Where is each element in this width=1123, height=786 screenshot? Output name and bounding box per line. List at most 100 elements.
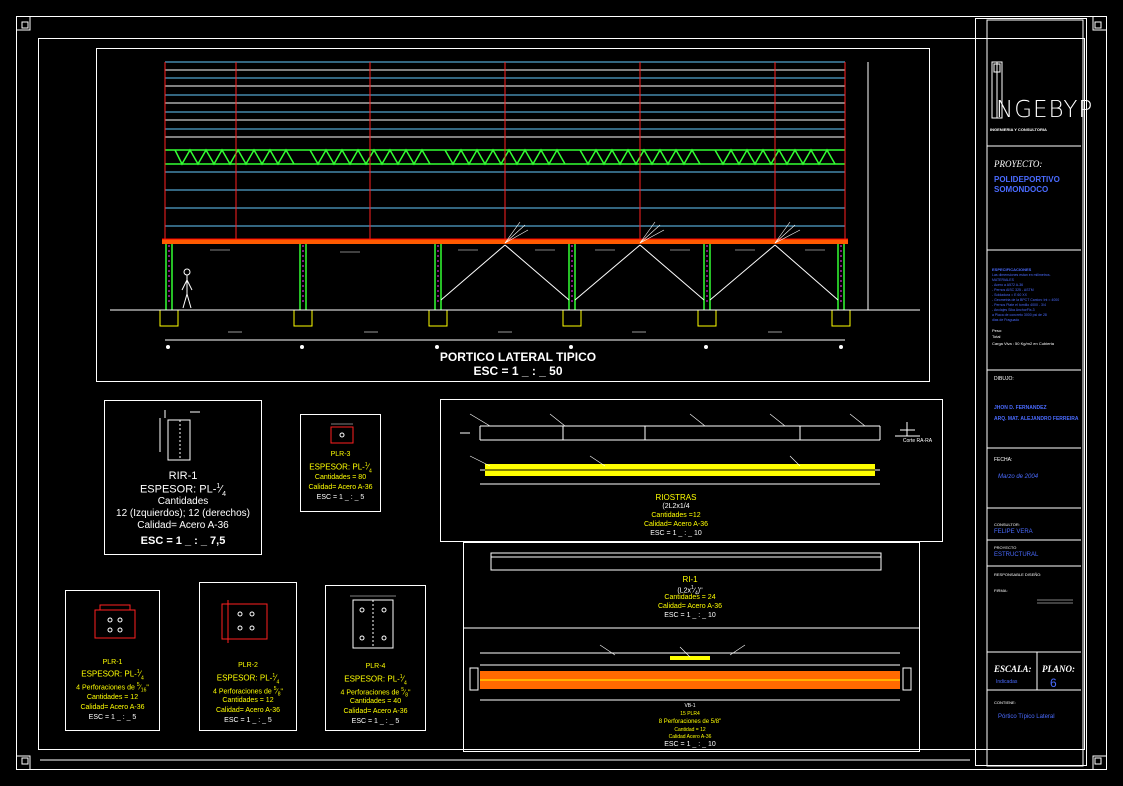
ri1-panel bbox=[463, 542, 920, 752]
project-label: PROYECTO: bbox=[994, 159, 1043, 169]
date-value: Marzo de 2004 bbox=[998, 474, 1039, 480]
riostras-name: RIOSTRAS bbox=[655, 493, 697, 502]
rir1-thickness-den: 4 bbox=[222, 490, 227, 498]
ri1-name: RI-1 bbox=[682, 575, 698, 584]
riostras-panel bbox=[440, 399, 943, 542]
ri1-quality: Calidad= Acero A-36 bbox=[657, 603, 722, 610]
portico-scale: ESC = 1 _ : _ 50 bbox=[473, 364, 563, 378]
rir1-panel bbox=[104, 400, 262, 555]
vb1-name: VB-1 bbox=[684, 703, 696, 709]
plr4-thickness-text: ESPESOR: PL- bbox=[344, 674, 400, 684]
scale-value: Indicadas bbox=[996, 679, 1018, 685]
ri1-qty: Cantidades = 24 bbox=[664, 594, 716, 601]
plr2-perf-frac: 5 bbox=[273, 686, 277, 692]
responsible-label: RESPONSABLE DISEÑO: bbox=[994, 572, 1042, 577]
plr1-name: PLR-1 bbox=[102, 659, 123, 666]
plr1-perf-den: 16 bbox=[140, 687, 147, 694]
riostras-size: (2L2x1/4 bbox=[662, 503, 690, 510]
rir1-qty-label: Cantidades bbox=[157, 496, 209, 507]
plr3-name: PLR-3 bbox=[330, 451, 351, 458]
plr1-thickness: ESPESOR: PL-1⁄4 bbox=[81, 669, 144, 682]
plr1-panel bbox=[65, 590, 160, 731]
riostras-qty: Cantidades =12 bbox=[651, 512, 701, 519]
specs-line: - Anclajes Sika AnchorFix-3 bbox=[992, 308, 1035, 312]
plr1-thickness-den: 4 bbox=[140, 675, 144, 682]
ri1-size-den: 4 bbox=[694, 590, 698, 597]
plr3-panel bbox=[300, 414, 381, 512]
rir1-thickness-frac: 1 bbox=[216, 483, 221, 490]
logo-text: NGEBYP bbox=[996, 97, 1094, 123]
drawn-name-2: ARQ. MAT. ALEJANDRO FERREIRA bbox=[994, 416, 1079, 422]
plr2-name: PLR-2 bbox=[238, 662, 258, 669]
plr1-scale: ESC = 1 _ : _ 5 bbox=[88, 714, 137, 721]
specs-line: dias de Fraguado bbox=[992, 318, 1020, 322]
plr3-quality: Calidad= Acero A-36 bbox=[308, 484, 373, 491]
consultant-value: FELIPE VERA bbox=[994, 529, 1033, 535]
plr4-panel bbox=[325, 585, 426, 731]
plr4-perf: 4 Perforaciones de 5⁄8" bbox=[340, 687, 411, 699]
specs-line: - Soldadura = E 60 XX bbox=[992, 293, 1027, 297]
plr1-perf: 4 Perforaciones de 5⁄16" bbox=[76, 682, 149, 694]
project-name: POLIDEPORTIVO SOMONDOCO bbox=[994, 175, 1060, 194]
plr1-qty: Cantidades = 12 bbox=[86, 694, 139, 701]
drawn-label: DIBUJO: bbox=[994, 376, 1014, 382]
plr3-thickness-text: ESPESOR: PL- bbox=[309, 462, 365, 472]
plr4-thickness: ESPESOR: PL-1⁄4 bbox=[344, 674, 407, 687]
plr3-scale: ESC = 1 _ : _ 5 bbox=[316, 494, 365, 501]
sheet-label: PLANO: bbox=[1042, 664, 1075, 674]
rir1-thickness-text: ESPESOR: PL- bbox=[139, 483, 217, 496]
plr1-quality: Calidad= Acero A-36 bbox=[80, 704, 145, 711]
plr2-perf: 4 Perforaciones de 5⁄8" bbox=[213, 686, 283, 698]
specs-line: MATERIALES bbox=[992, 278, 1014, 282]
plr2-thickness: ESPESOR: PL-1⁄4 bbox=[216, 673, 280, 686]
ri1-size: (L2x1⁄4)" bbox=[677, 585, 703, 597]
plr3-thickness-den: 4 bbox=[368, 468, 372, 475]
plr2-panel bbox=[199, 582, 297, 731]
ri1-size-end: )" bbox=[697, 587, 703, 595]
peso-value: Total bbox=[992, 334, 1001, 339]
plr2-perf-text: 4 Perforaciones de bbox=[213, 688, 272, 696]
plr4-perf-text: 4 Perforaciones de bbox=[340, 689, 400, 697]
project-type-label: PROYECTO bbox=[994, 545, 1017, 550]
riostras-section-label: Corte RA-RA bbox=[902, 438, 933, 444]
rir1-qty: 12 (Izquierdos); 12 (derechos) bbox=[116, 508, 250, 519]
specs-line: - Pernos AISC 325 - ASTM bbox=[992, 288, 1034, 292]
vb1-perf: 8 Perforaciones de 5/8" bbox=[658, 719, 722, 725]
content-value: Pórtico Típico Lateral bbox=[998, 714, 1055, 720]
plr1-perf-text: 4 Perforaciones de bbox=[76, 684, 135, 692]
specs-list: Las dimensiones estan en milimetros. MAT… bbox=[992, 273, 1082, 323]
rir1-quality: Calidad= Acero A-36 bbox=[137, 520, 229, 531]
sheet-value: 6 bbox=[1050, 676, 1057, 690]
riostras-scale: ESC = 1 _ : _ 10 bbox=[650, 530, 702, 537]
plr4-quality: Calidad= Acero A-36 bbox=[343, 708, 408, 715]
plr2-qty: Cantidades = 12 bbox=[222, 697, 274, 704]
vb1-quality: Calidad Acero A-36 bbox=[668, 734, 712, 740]
plr3-thickness-frac: 1 bbox=[364, 462, 368, 468]
plr4-name: PLR-4 bbox=[365, 663, 386, 670]
firma-label: FIRMA: bbox=[994, 588, 1008, 593]
outer-frame bbox=[16, 16, 1107, 770]
ri1-size-frac: 1 bbox=[691, 585, 694, 591]
content-label: CONTIENE: bbox=[994, 700, 1016, 705]
specs-line: - Acero a A572 A-36 bbox=[992, 283, 1024, 287]
plr4-scale: ESC = 1 _ : _ 5 bbox=[351, 718, 400, 725]
plr1-perf-frac: 5 bbox=[136, 682, 140, 688]
plr4-thickness-frac: 1 bbox=[399, 674, 403, 680]
plr2-thickness-text: ESPESOR: PL- bbox=[216, 673, 273, 683]
plr1-thickness-text: ESPESOR: PL- bbox=[81, 669, 137, 679]
drawn-name-1: JHON D. FERNANDEZ bbox=[994, 405, 1047, 411]
logo-subtitle: INGENIERIA Y CONSULTORIA bbox=[990, 127, 1047, 132]
plr2-thickness-frac: 1 bbox=[272, 673, 276, 679]
plr2-quality: Calidad= Acero A-36 bbox=[215, 707, 280, 714]
rir1-scale: ESC = 1 _ : _ 7,5 bbox=[140, 535, 226, 547]
specs-line: - Pernos Plate el tornillo 4000 - 3/4 bbox=[992, 303, 1046, 307]
carga-text: Carga Viva : 50 Kg/m2 en Cubierta bbox=[992, 341, 1054, 346]
